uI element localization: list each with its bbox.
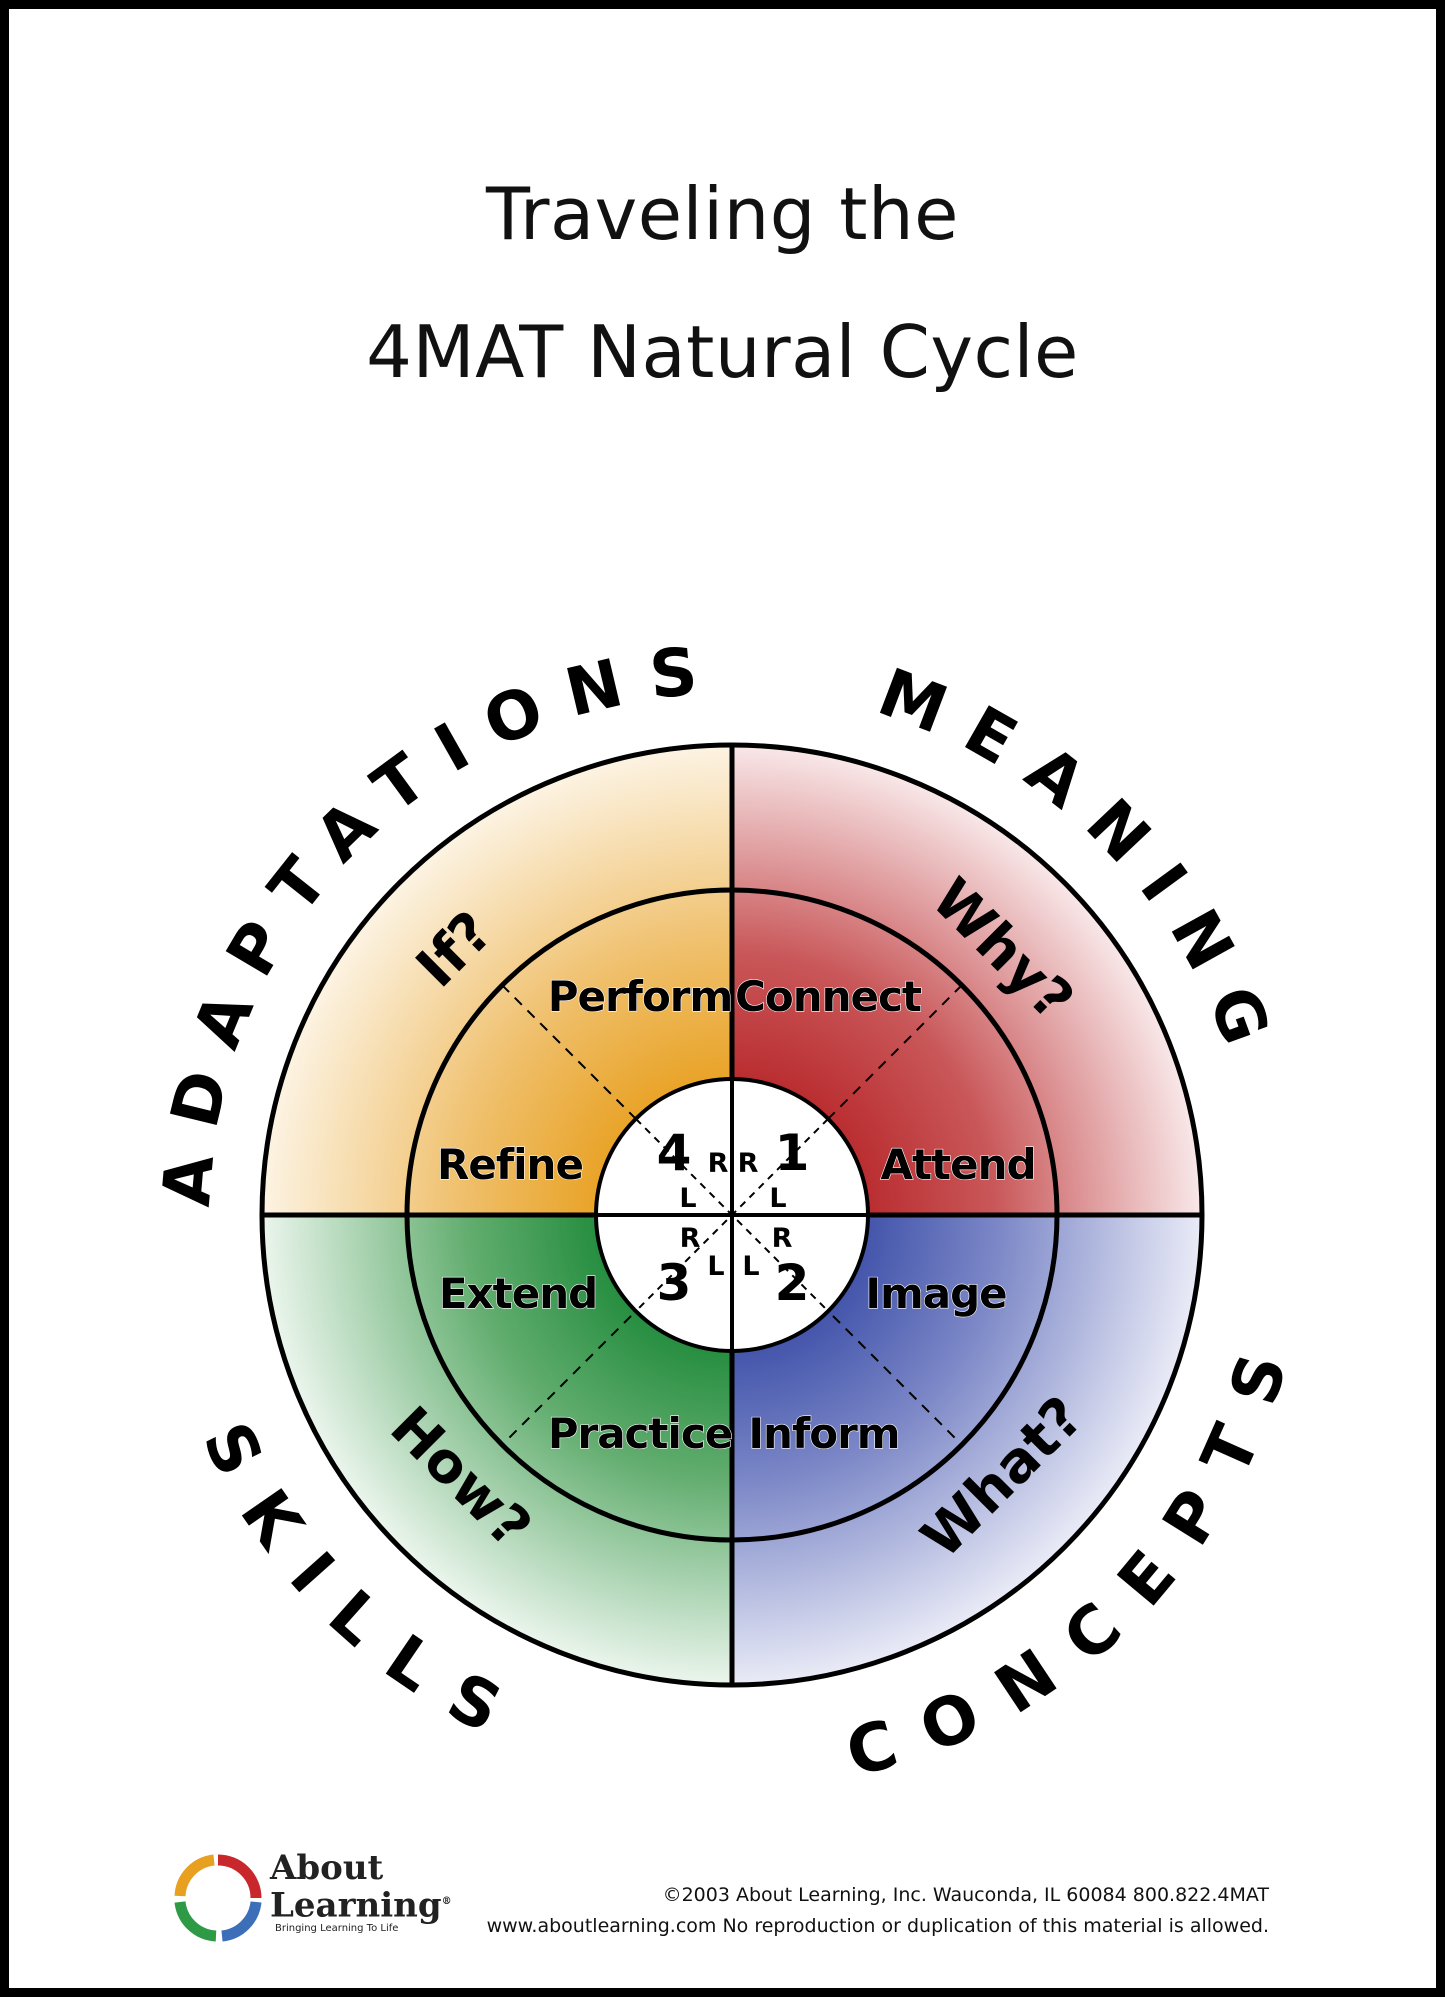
title-line-1: Traveling the [486,172,959,256]
center-r-q1: R [738,1148,759,1179]
center-l-q3: L [707,1251,724,1282]
stage-practice: Practice [548,1409,733,1458]
stage-image: Image [865,1269,1006,1318]
center-number-3: 3 [657,1254,692,1312]
adaptations-quadrant [262,745,732,1215]
stage-inform: Inform [748,1409,899,1458]
registered-mark: ® [441,1896,452,1907]
title-line-2: 4MAT Natural Cycle [366,310,1079,394]
footer-copyright: ©2003 About Learning, Inc. Wauconda, IL … [662,1884,1269,1906]
stage-connect: Connect [735,972,922,1021]
center-number-1: 1 [775,1124,810,1182]
meaning-quadrant [732,745,1202,1215]
footer-website: www.aboutlearning.com No reproduction or… [486,1915,1269,1937]
center-diagonals [635,1118,829,1312]
center-number-2: 2 [775,1254,810,1312]
center-number-4: 4 [657,1124,692,1182]
center-l-q2: L [742,1251,759,1282]
logo-name-line-1: About [270,1848,384,1888]
about-learning-logo-icon [174,1854,262,1942]
stage-perform: Perform [548,972,733,1021]
logo-name-line-2: Learning® [270,1885,452,1926]
stage-attend: Attend [880,1140,1035,1189]
center-r-q2: R [772,1223,793,1254]
center-l-q4: L [679,1183,696,1214]
center-l-q1: L [769,1183,786,1214]
center-r-q3: R [680,1223,701,1254]
stage-refine: Refine [437,1140,583,1189]
logo-tagline: Bringing Learning To Life [275,1923,399,1934]
stage-extend: Extend [439,1269,597,1318]
center-r-q4: R [708,1148,729,1179]
